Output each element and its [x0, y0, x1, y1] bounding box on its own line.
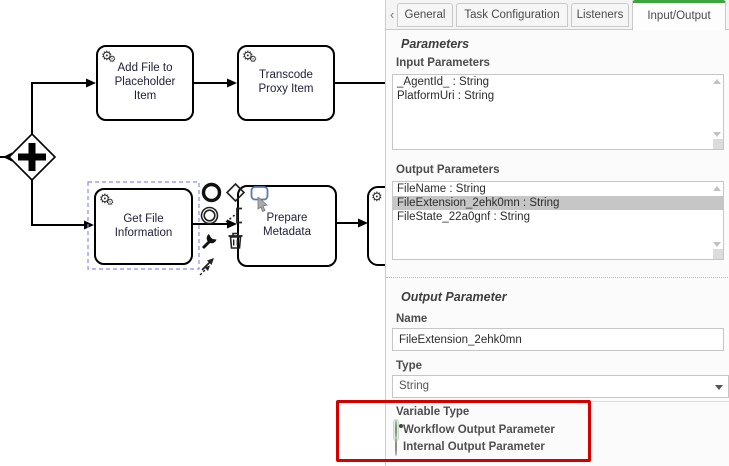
- connect-tool-icon[interactable]: [198, 255, 219, 276]
- arrowhead: [227, 219, 237, 229]
- input-parameters-label: Input Parameters: [396, 57, 490, 69]
- sequence-flow[interactable]: [31, 82, 87, 134]
- parameters-heading: Parameters: [401, 37, 470, 51]
- arrowhead: [227, 78, 237, 88]
- radio-internal-output-parameter[interactable]: Internal Output Parameter: [394, 437, 545, 457]
- list-item[interactable]: FileName : String: [397, 183, 486, 195]
- append-gateway-icon[interactable]: [225, 182, 246, 203]
- append-text-annotation-icon[interactable]: [224, 205, 245, 226]
- tab-general[interactable]: General: [397, 3, 453, 27]
- selection-outline: [87, 181, 200, 270]
- output-parameters-list[interactable]: FileName : String FileExtension_2ehk0mn …: [392, 181, 724, 260]
- type-select-value: String: [399, 380, 430, 392]
- section-divider: [386, 401, 729, 402]
- tab-input-output[interactable]: Input/Output: [632, 0, 726, 31]
- variable-type-label: Variable Type: [396, 406, 470, 418]
- service-task-gears-icon: ⚙⚙: [242, 48, 258, 64]
- output-parameters-label: Output Parameters: [396, 164, 500, 176]
- mouse-cursor: [257, 197, 268, 212]
- output-parameter-heading: Output Parameter: [401, 290, 507, 304]
- append-intermediate-event-icon[interactable]: [199, 205, 220, 226]
- properties-tab-bar: ‹ General Task Configuration Listeners I…: [386, 0, 729, 31]
- service-task-gears-icon: ⚙⚙: [99, 191, 115, 207]
- radio-button-icon[interactable]: [395, 437, 397, 456]
- name-input[interactable]: [392, 328, 724, 351]
- arrowhead: [84, 220, 94, 230]
- scrollbar-corner: [713, 139, 723, 149]
- radio-button-checked-icon[interactable]: [395, 420, 397, 439]
- arrowhead: [86, 78, 96, 88]
- scrollbar-up-icon[interactable]: [713, 79, 721, 84]
- service-task-gears-icon: ⚙⚙: [101, 48, 117, 64]
- task-label: Get File Information: [114, 212, 173, 239]
- service-task-gears-icon: ⚙: [371, 189, 383, 204]
- radio-label: Workflow Output Parameter: [403, 424, 555, 436]
- scrollbar-down-icon[interactable]: [713, 242, 721, 247]
- list-item[interactable]: PlatformUri : String: [397, 90, 495, 102]
- scrollbar-up-icon[interactable]: [713, 186, 721, 191]
- type-select[interactable]: String: [392, 375, 729, 398]
- chevron-down-icon: [715, 385, 723, 390]
- scrollbar-down-icon[interactable]: [713, 132, 721, 137]
- wrench-change-type-icon[interactable]: [199, 231, 220, 252]
- parallel-gateway-plus-icon: [28, 143, 36, 171]
- trash-delete-icon[interactable]: [225, 230, 246, 251]
- task-add-file-to-placeholder-item[interactable]: ⚙⚙ Add File to Placeholder Item: [96, 45, 194, 121]
- sequence-flow[interactable]: [31, 180, 85, 226]
- list-item[interactable]: FileState_22a0gnf : String: [397, 211, 530, 223]
- append-end-event-icon[interactable]: [201, 182, 222, 203]
- section-divider: [386, 277, 729, 278]
- task-get-file-information[interactable]: ⚙⚙ Get File Information: [94, 188, 193, 265]
- tab-scroll-left-chevron[interactable]: ‹: [390, 7, 395, 22]
- list-item[interactable]: _AgentId_ : String: [397, 76, 490, 88]
- tab-listeners[interactable]: Listeners: [571, 3, 629, 27]
- arrowhead: [3, 152, 12, 162]
- properties-panel: ‹ General Task Configuration Listeners I…: [385, 0, 729, 466]
- list-item-selected[interactable]: FileExtension_2ehk0mn : String: [393, 196, 723, 210]
- task-label: Transcode Proxy Item: [258, 69, 314, 95]
- task-label: Add File to Placeholder Item: [114, 62, 176, 102]
- radio-workflow-output-parameter[interactable]: Workflow Output Parameter: [393, 419, 555, 441]
- scrollbar-corner: [713, 249, 723, 259]
- arrowhead: [358, 218, 368, 228]
- name-label: Name: [396, 313, 428, 325]
- type-label: Type: [396, 360, 422, 372]
- task-label: Prepare Metadata: [263, 212, 311, 238]
- task-transcode-proxy-item[interactable]: ⚙⚙ Transcode Proxy Item: [237, 45, 335, 121]
- input-parameters-list[interactable]: _AgentId_ : String PlatformUri : String: [392, 74, 724, 150]
- tab-task-configuration[interactable]: Task Configuration: [456, 3, 568, 27]
- radio-label: Internal Output Parameter: [403, 441, 545, 453]
